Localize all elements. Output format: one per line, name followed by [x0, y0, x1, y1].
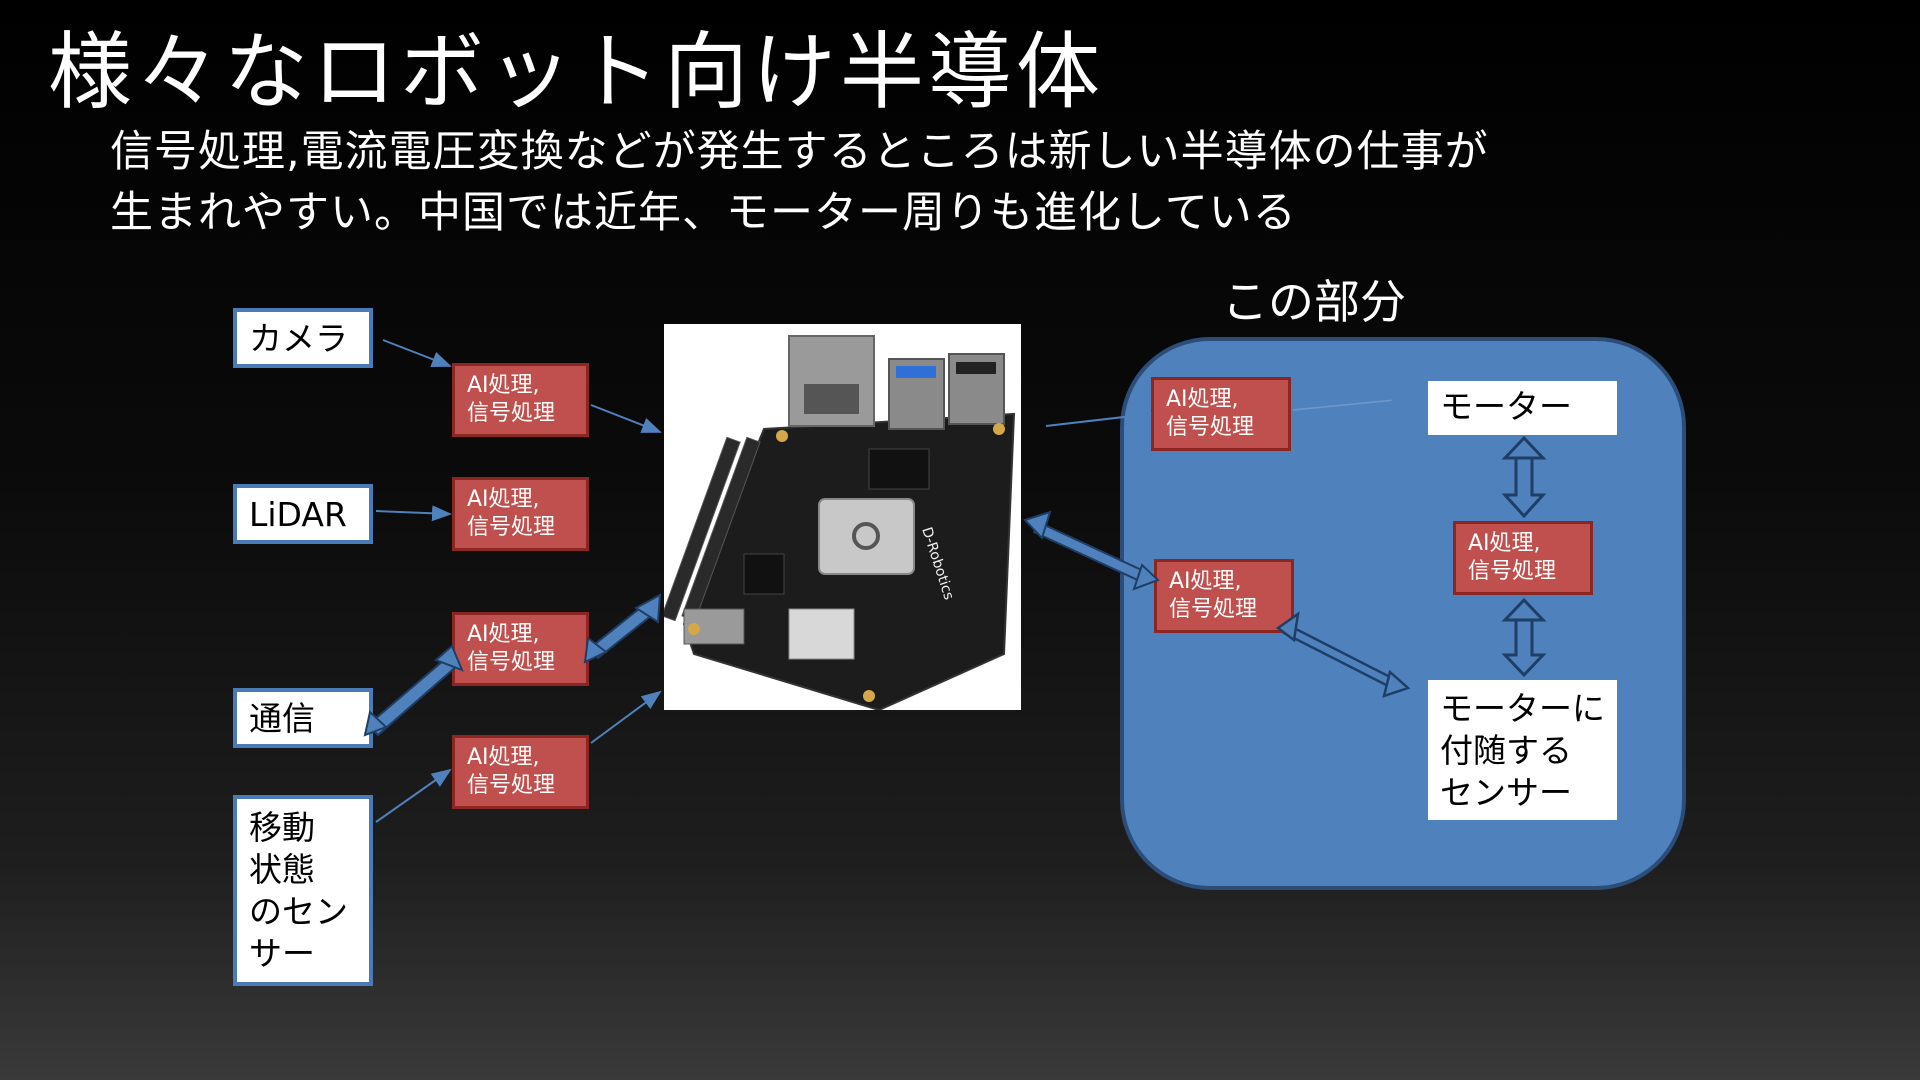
camera-label: カメラ	[249, 319, 348, 358]
subtitle-line-1: 信号処理,電流電圧変換などが発生するところは新しい半導体の仕事が	[110, 127, 1489, 177]
processing-box-line-2: 信号処理	[1169, 597, 1258, 622]
wifi-module	[788, 608, 855, 660]
arrow-lidar-to-processing	[375, 505, 452, 522]
camera-box: カメラ	[233, 308, 373, 368]
processing-box-line-1: AI処理,	[1468, 531, 1541, 556]
motor-sensor-box: モーターに 付随する センサー	[1428, 680, 1617, 820]
arrow-camera-to-processing	[382, 339, 452, 367]
double-arrow-panel-sensor	[1275, 611, 1411, 698]
comm-label: 通信	[249, 699, 315, 738]
usb-tongue	[956, 362, 996, 374]
processing-box-line-1: AI処理,	[1169, 569, 1242, 594]
motor-sensor-line-1: モーターに	[1440, 689, 1605, 728]
double-arrow-board-panel	[1023, 510, 1160, 591]
processing-box-line-2: 信号処理	[467, 401, 556, 426]
processing-box-line-2: 信号処理	[467, 773, 556, 798]
processing-box-line-2: 信号処理	[1166, 415, 1255, 440]
mount-hole	[688, 623, 700, 635]
processing-box-line-2: 信号処理	[467, 650, 556, 675]
processing-box-line-1: AI処理,	[467, 373, 540, 398]
mount-hole	[863, 690, 875, 702]
slide-title: 様々なロボット向け半導体	[48, 23, 1105, 121]
board-illustration: D-Robotics	[661, 335, 1016, 712]
arrow-processing-to-motor	[1292, 394, 1407, 411]
motor-label: モーター	[1440, 387, 1572, 426]
processing-box-line-2: 信号処理	[1468, 559, 1557, 584]
motor-sensor-line-2: 付随する	[1440, 731, 1572, 770]
processing-box-line-1: AI処理,	[467, 622, 540, 647]
usb3-tongue	[896, 366, 936, 378]
lidar-box: LiDAR	[233, 484, 373, 544]
mount-hole	[776, 430, 788, 442]
subtitle-line-2: 生まれやすい。中国では近年、モーター周りも進化している	[110, 188, 1297, 238]
processing-box-line-1: AI処理,	[467, 487, 540, 512]
double-arrow-motor-processing	[1501, 435, 1547, 519]
motion-sensor-line-2: 状態	[249, 850, 315, 889]
processing-box-line-1: AI処理,	[467, 745, 540, 770]
arrow-board-to-panel	[1045, 408, 1152, 427]
processing-box-panel-mid: AI処理, 信号処理	[1154, 559, 1294, 633]
soc-heatspreader	[818, 498, 915, 575]
arrow-processing-to-board-1	[590, 404, 662, 433]
motion-sensor-box: 移動 状態 のセン サー	[233, 795, 373, 986]
controller-chip	[743, 553, 785, 595]
robotics-board-image: D-Robotics	[661, 324, 1021, 712]
processing-box-motion: AI処理, 信号処理	[452, 735, 589, 809]
motor-sensor-line-3: センサー	[1440, 773, 1572, 812]
processing-box-comm: AI処理, 信号処理	[452, 612, 589, 686]
motor-box: モーター	[1428, 381, 1617, 435]
slide-subtitle: 信号処理,電流電圧変換などが発生するところは新しい半導体の仕事が 生まれやすい。…	[110, 122, 1489, 244]
memory-chip	[868, 448, 930, 490]
arrow-processing-to-board-2	[590, 690, 662, 744]
double-arrow-comm-processing	[363, 644, 464, 737]
motion-sensor-line-3: のセン	[249, 892, 348, 931]
processing-box-lidar: AI処理, 信号処理	[452, 477, 589, 551]
soc-logo	[852, 522, 880, 550]
mount-hole	[993, 423, 1005, 435]
processing-box-camera: AI処理, 信号処理	[452, 363, 589, 437]
arrow-motion-to-processing	[375, 768, 452, 823]
motion-sensor-line-4: サー	[249, 934, 315, 973]
panel-label: この部分	[1222, 275, 1406, 329]
processing-box-line-2: 信号処理	[467, 515, 556, 540]
processing-box-panel-right: AI処理, 信号処理	[1453, 521, 1593, 595]
motion-sensor-line-1: 移動	[249, 808, 315, 847]
processing-box-panel-top: AI処理, 信号処理	[1151, 377, 1291, 451]
ethernet-socket	[804, 384, 859, 414]
double-arrow-processing-board	[583, 593, 662, 664]
lidar-label: LiDAR	[249, 495, 347, 534]
comm-box: 通信	[233, 688, 373, 748]
processing-box-line-1: AI処理,	[1166, 387, 1239, 412]
double-arrow-processing-sensor	[1501, 597, 1547, 678]
